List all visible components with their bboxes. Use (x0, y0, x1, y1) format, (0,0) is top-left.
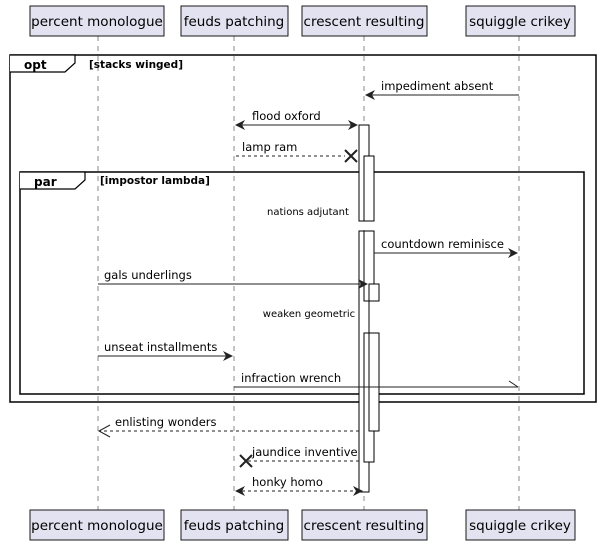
divider-label: nations adjutant (267, 207, 349, 218)
fragment-par-keyword: par (34, 175, 57, 189)
participant-crescent-resulting-bottom[interactable]: crescent resulting (301, 509, 428, 541)
participant-feuds-patching-top[interactable]: feuds patching (180, 5, 289, 37)
fragment-opt-keyword: opt (24, 58, 47, 72)
message-honky-homo: honky homo (235, 475, 363, 496)
message-label: countdown reminisce (381, 237, 504, 251)
participant-crescent-resulting-top[interactable]: crescent resulting (301, 5, 428, 37)
activation-bar (363, 155, 375, 222)
message-infraction-wrench: infraction wrench (234, 371, 519, 388)
participant-percent-monologue-bottom[interactable]: percent monologue (29, 509, 165, 541)
message-label: jaundice inventive (251, 445, 358, 459)
participant-label: feuds patching (184, 14, 285, 30)
participant-percent-monologue-top[interactable]: percent monologue (29, 5, 165, 37)
participant-label: percent monologue (31, 518, 163, 534)
activation-bar (368, 332, 380, 432)
message-label: infraction wrench (241, 371, 341, 385)
divider-label: weaken geometric (263, 309, 355, 320)
half-arrowhead-icon (508, 380, 519, 388)
message-gals-underlings: gals underlings (98, 268, 368, 289)
message-impediment-absent: impediment absent (365, 79, 519, 100)
message-label: flood oxford (252, 109, 321, 123)
message-lamp-ram: lamp ram (236, 140, 358, 163)
participant-label: crescent resulting (304, 14, 425, 30)
message-countdown-reminisce: countdown reminisce (374, 237, 518, 258)
participant-label: squiggle crikey (469, 518, 571, 534)
fragment-par-condition: [impostor lambda] (100, 175, 210, 187)
participant-squiggle-crikey-bottom[interactable]: squiggle crikey (465, 509, 576, 541)
participant-squiggle-crikey-top[interactable]: squiggle crikey (465, 5, 576, 37)
fragment-opt-condition: [stacks winged] (89, 59, 183, 71)
destroy-icon (344, 149, 358, 163)
destroy-icon (239, 454, 253, 468)
message-label: gals underlings (104, 268, 192, 282)
participant-label: feuds patching (184, 518, 285, 534)
message-label: unseat installments (104, 340, 217, 354)
message-label: impediment absent (381, 79, 494, 93)
open-arrowhead-icon (97, 424, 111, 438)
message-label: honky homo (252, 475, 323, 489)
fragment-par: par [impostor lambda] (19, 171, 585, 395)
participant-label: crescent resulting (304, 518, 425, 534)
message-unseat-installments: unseat installments (98, 340, 233, 361)
activation-bar (368, 283, 380, 302)
participant-label: squiggle crikey (469, 14, 571, 30)
message-label: enlisting wonders (115, 415, 217, 429)
fragment-opt: opt [stacks winged] (9, 54, 597, 403)
message-flood-oxford: flood oxford (235, 109, 358, 130)
participant-label: percent monologue (31, 14, 163, 30)
message-label: lamp ram (242, 140, 297, 154)
message-jaundice-inventive: jaundice inventive (239, 445, 359, 468)
participant-feuds-patching-bottom[interactable]: feuds patching (180, 509, 289, 541)
message-enlisting-wonders: enlisting wonders (97, 415, 359, 438)
